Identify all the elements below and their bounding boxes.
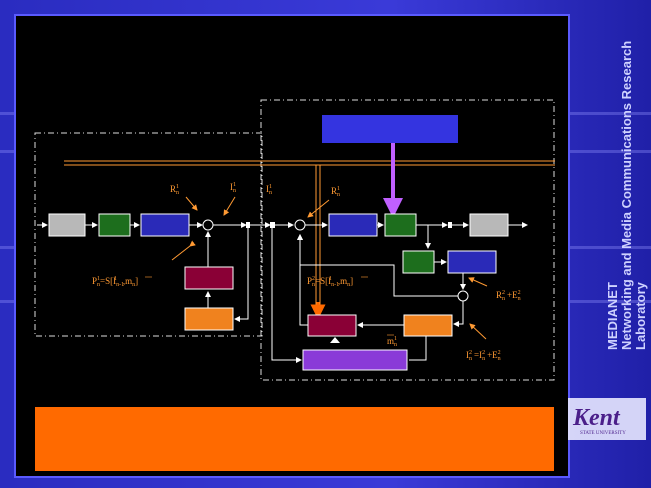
label-in1-left: In1 [230, 182, 236, 194]
green-block-lower [402, 250, 435, 274]
blue-block-lower [447, 250, 497, 274]
label-rn1-right: Rn1 [331, 186, 340, 198]
side-title-lab-name: MEDIANET [605, 282, 620, 350]
label-in2-eq: In2=In2+En2 [466, 350, 501, 362]
kent-state-logo: Kent STATE UNIVERSITY [568, 398, 646, 440]
sum-node-right [294, 219, 306, 231]
purple-block-bottom [302, 349, 408, 371]
label-in1-right: In1 [266, 184, 272, 196]
label-rn2-en2: Rn2+En2 [496, 290, 521, 302]
label-pn2: Pn2=S[In-11,mn] [307, 276, 353, 288]
label-pn1: Pn1=S[In-11,mn] [92, 276, 138, 288]
green-block-right [384, 213, 417, 237]
caption-bar [35, 407, 554, 471]
blue-block-right [328, 213, 378, 237]
label-rn1: Rn1 [170, 184, 179, 196]
label-mn1: mn1 [387, 336, 397, 348]
sum-node-lower [457, 290, 469, 302]
maroon-block-left [184, 266, 234, 290]
svg-text:Kent: Kent [572, 405, 621, 431]
control-box [322, 115, 458, 143]
svg-text:STATE UNIVERSITY: STATE UNIVERSITY [580, 431, 626, 436]
green-block-left [98, 213, 131, 237]
blue-block-left [140, 213, 190, 237]
slide-canvas: Rn1 In1 In1 Rn1 Pn1=S[In-11,mn] Pn2=S[In… [14, 14, 570, 478]
encoder-region [34, 132, 263, 337]
block-diagram: Rn1 In1 In1 Rn1 Pn1=S[In-11,mn] Pn2=S[In… [34, 99, 555, 471]
side-title-lab-full: Networking and Media Communications Rese… [619, 40, 648, 350]
gray-block-left [48, 213, 86, 237]
sum-node-left [202, 219, 214, 231]
gray-block-right [469, 213, 509, 237]
orange-block-left [184, 307, 234, 331]
orange-block-right [403, 314, 453, 337]
side-title: MEDIANET Networking and Media Communicat… [605, 20, 648, 350]
maroon-block-right [307, 314, 357, 337]
decoder-region [260, 99, 555, 381]
